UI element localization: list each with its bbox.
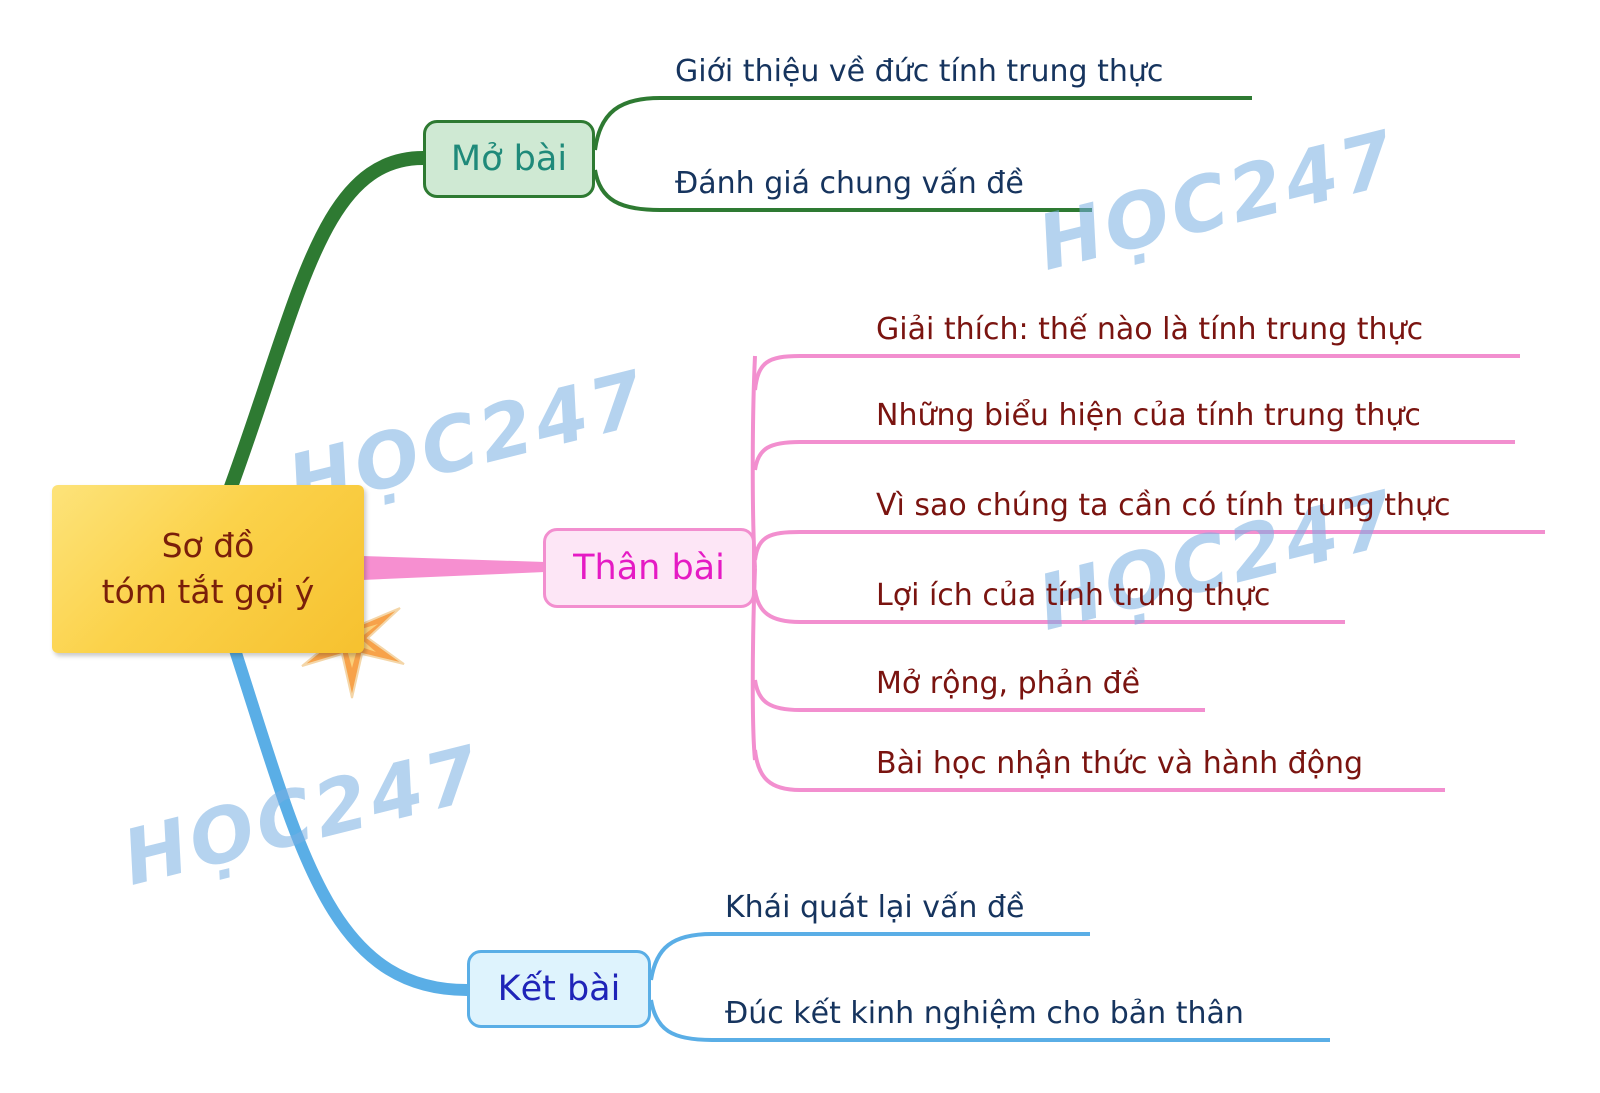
branch-than-bai[interactable]: Thân bài bbox=[543, 528, 755, 608]
root-node[interactable]: Sơ đồ tóm tắt gợi ý bbox=[52, 485, 364, 653]
connector-root-than-bai bbox=[362, 556, 545, 580]
leaf-than-bai-3[interactable]: Vì sao chúng ta cần có tính trung thực bbox=[876, 488, 1451, 523]
connector-than-bai-leaf-4 bbox=[753, 589, 1345, 624]
connector-than-bai-leaf-6 bbox=[753, 749, 1445, 792]
connector-mo-bai-leaf-2 bbox=[593, 169, 1092, 212]
connector-than-bai-leaf-2 bbox=[753, 440, 1515, 471]
branch-ket-bai[interactable]: Kết bài bbox=[467, 950, 651, 1028]
leaf-than-bai-6[interactable]: Bài học nhận thức và hành động bbox=[876, 746, 1364, 781]
root-title-line-2: tóm tắt gợi ý bbox=[101, 572, 315, 611]
connector-root-ket-bai bbox=[229, 644, 473, 996]
leaf-than-bai-4[interactable]: Lợi ích của tính trung thực bbox=[876, 578, 1271, 613]
connector-root-mo-bai bbox=[221, 151, 430, 502]
leaf-ket-bai-2[interactable]: Đúc kết kinh nghiệm cho bản thân bbox=[725, 996, 1244, 1031]
leaf-than-bai-5[interactable]: Mở rộng, phản đề bbox=[876, 666, 1141, 701]
connector-ket-bai-leaf-2 bbox=[649, 999, 1330, 1042]
leaf-than-bai-1[interactable]: Giải thích: thế nào là tính trung thực bbox=[876, 312, 1424, 347]
connector-than-bai-leaf-5 bbox=[753, 679, 1205, 712]
connector-than-bai-leaf-3 bbox=[753, 530, 1545, 561]
leaf-mo-bai-2[interactable]: Đánh giá chung vấn đề bbox=[675, 166, 1024, 201]
connector-mo-bai-leaf-1 bbox=[593, 96, 1252, 151]
connector-than-bai-leaf-1 bbox=[753, 354, 1520, 391]
root-title-line-1: Sơ đồ bbox=[161, 526, 255, 565]
leaf-ket-bai-1[interactable]: Khái quát lại vấn đề bbox=[725, 890, 1025, 925]
leaf-than-bai-2[interactable]: Những biểu hiện của tính trung thực bbox=[876, 398, 1421, 433]
leaf-mo-bai-1[interactable]: Giới thiệu về đức tính trung thực bbox=[675, 54, 1164, 89]
branch-mo-bai[interactable]: Mở bài bbox=[423, 120, 595, 198]
connector-ket-bai-leaf-1 bbox=[649, 932, 1090, 981]
